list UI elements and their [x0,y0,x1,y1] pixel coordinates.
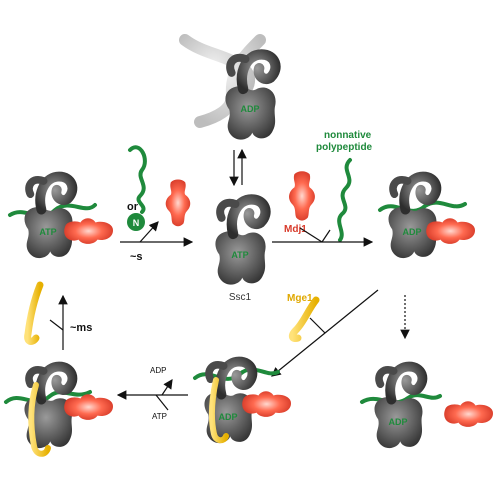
adp-label-top: ADP [240,104,259,114]
released-mdj1 [165,179,191,227]
or-label: or [127,201,139,213]
n-domain-circle [127,213,145,231]
adp-label-right: ADP [402,227,421,237]
atp-label-center: ATP [231,250,248,260]
complex-right-adp: ADP [378,177,475,259]
tilde-ms-label: ~ms [70,322,92,334]
exchange-arrow: ADP ATP [116,366,188,421]
atp-in-label: ATP [152,412,167,421]
n-label: N [133,218,140,228]
complex-left-atp: ATP [8,177,113,259]
mdj1-left [64,218,113,244]
chaperone-ssc1 [215,199,265,284]
released-components: or N [127,145,191,231]
mge1-molecule [288,296,320,342]
mdj1-bottom-right [444,401,493,427]
adp-label-bottom-center: ADP [218,412,237,422]
mdj1-bottom-left [64,394,113,420]
chaperone-right [388,177,436,259]
tilde-s-label: ~s [130,251,143,263]
complex-bottom-center: ADP [193,362,291,444]
mge1-released [24,281,44,345]
substrate-bottom-right [360,393,442,405]
nonnative-polypeptide [337,158,352,242]
adp-label-bottom-right: ADP [388,417,407,427]
complex-bottom-left [4,367,113,457]
mdj1-bottom-center [242,391,291,417]
mdj1-label: Mdj1 [284,224,307,235]
release-arrow-left: ~s [120,221,194,263]
mge1-bottom-center [208,377,229,444]
nonnative-label-1: nonnative [324,130,372,141]
adp-out-label: ADP [150,366,166,375]
mge1-binding: Mge1 [271,289,379,377]
substrate-right [378,200,467,213]
nonnative-label-2: polypeptide [316,142,373,153]
mge1-label: Mge1 [287,293,313,304]
released-polypeptide [128,145,147,214]
chaperone-bottom-right [374,367,422,449]
equilibrium-arrows [229,148,247,187]
complex-bottom-right: ADP [360,367,493,449]
mdj1-incoming [289,171,315,221]
ssc1-atp-state: ATP Ssc1 [215,199,265,303]
incoming-components: nonnative polypeptide Mdj1 [284,130,373,242]
substrate-bottom-left [4,390,92,404]
mge1-release-arrow: ~ms [24,281,92,350]
mdj1-right [426,218,475,244]
chaperone-left [24,177,72,259]
binding-arrow-right [272,227,374,247]
ssc1-label: Ssc1 [229,292,252,303]
mge1-bottom-left [28,382,51,457]
atp-label-left: ATP [39,227,56,237]
adp-state-top: ADP [179,34,276,140]
